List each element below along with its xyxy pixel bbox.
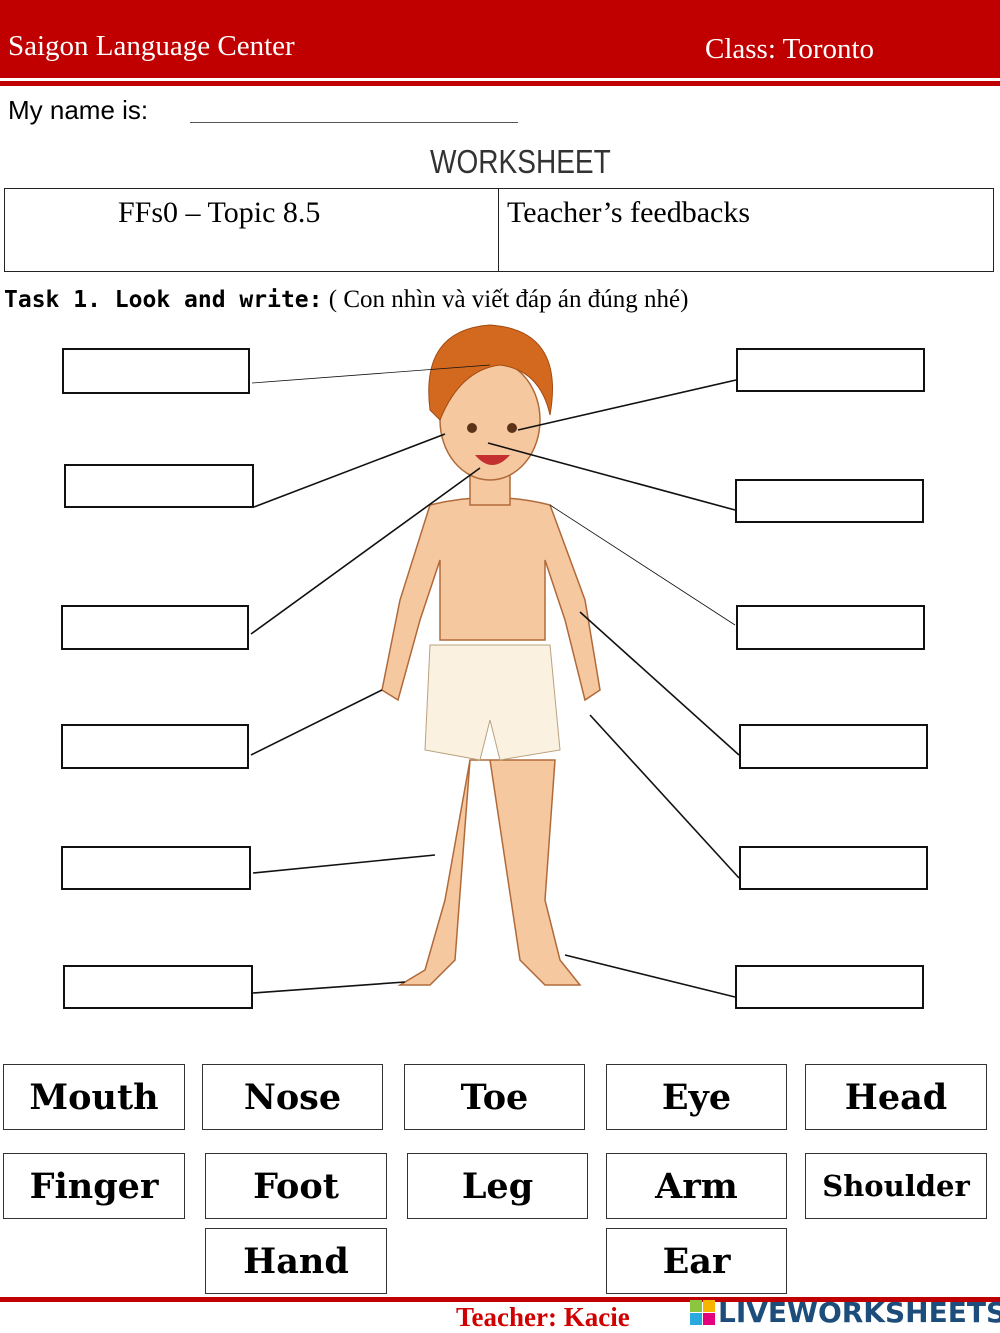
word-card[interactable]: Leg — [407, 1153, 588, 1219]
info-table — [4, 188, 994, 272]
answer-box-hand[interactable] — [61, 724, 249, 769]
answer-box-shoulder[interactable] — [736, 605, 925, 650]
hair — [428, 324, 553, 421]
topic-cell: FFs0 – Topic 8.5 — [118, 196, 321, 229]
word-card[interactable]: Head — [805, 1064, 987, 1130]
task-title: Task 1. Look and write: — [4, 287, 323, 313]
teacher-name: Teacher: Kacie — [456, 1302, 630, 1332]
word-card[interactable]: Nose — [202, 1064, 383, 1130]
word-card[interactable]: Finger — [3, 1153, 185, 1219]
answer-box-leg[interactable] — [61, 846, 251, 890]
answer-box-mouth[interactable] — [61, 605, 249, 650]
feedback-cell: Teacher’s feedbacks — [507, 196, 751, 229]
connector-lines — [250, 364, 740, 998]
logo-icon — [690, 1300, 715, 1325]
answer-box-foot[interactable] — [735, 965, 924, 1009]
answer-box-ear[interactable] — [64, 464, 254, 508]
word-card[interactable]: Eye — [606, 1064, 787, 1130]
school-name: Saigon Language Center — [8, 30, 295, 62]
eye — [467, 423, 477, 433]
answer-box-eye[interactable] — [736, 348, 925, 392]
footer-rule — [0, 1297, 1000, 1302]
name-input-line[interactable] — [190, 122, 518, 123]
name-label: My name is: — [8, 95, 149, 125]
header-bar — [0, 0, 1000, 78]
mouth — [475, 455, 510, 465]
word-card[interactable]: Foot — [205, 1153, 387, 1219]
answer-box-nose[interactable] — [735, 479, 924, 523]
table-divider — [498, 188, 499, 272]
class-name: Class: Toronto — [705, 33, 875, 65]
task-note: ( Con nhìn và viết đáp án đúng nhé) — [322, 286, 689, 313]
word-card[interactable]: Mouth — [3, 1064, 185, 1130]
task-instruction: Task 1. Look and write: ( Con nhìn và vi… — [4, 286, 688, 314]
worksheet-title: WORKSHEET — [430, 143, 611, 180]
answer-box-arm[interactable] — [739, 724, 928, 769]
answer-box-toe[interactable] — [63, 965, 253, 1009]
word-card[interactable]: Ear — [606, 1228, 787, 1294]
answer-box-head[interactable] — [62, 348, 250, 394]
header-rule — [0, 81, 1000, 86]
body-illustration — [250, 324, 740, 998]
word-card[interactable]: Hand — [205, 1228, 387, 1294]
liveworksheets-logo: LIVEWORKSHEETS — [690, 1296, 1000, 1329]
word-card[interactable]: Shoulder — [805, 1153, 987, 1219]
answer-box-finger[interactable] — [739, 846, 928, 890]
word-card[interactable]: Arm — [606, 1153, 787, 1219]
logo-text: LIVEWORKSHEETS — [718, 1296, 1000, 1329]
shorts — [424, 644, 561, 761]
word-card[interactable]: Toe — [404, 1064, 585, 1130]
